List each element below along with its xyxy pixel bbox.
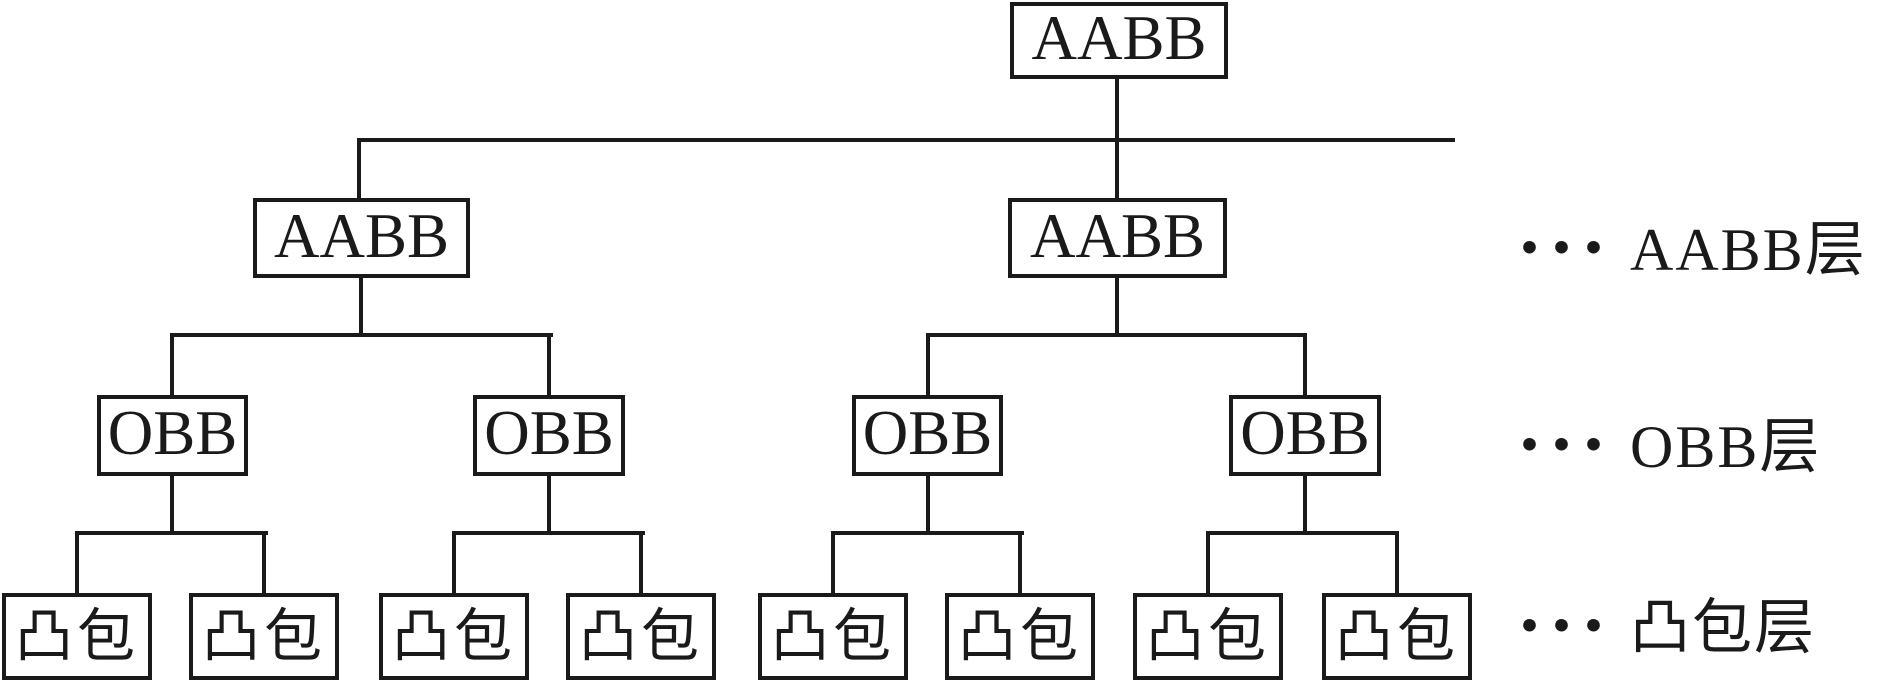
- node-label: 凸包: [391, 603, 516, 669]
- node-label: OBB: [107, 398, 238, 468]
- connector-drop-hull-5: [1018, 531, 1022, 593]
- connector-drop-obb-0: [170, 333, 174, 395]
- connector-obb3-stem: [1303, 476, 1307, 533]
- ellipsis-dots: •••: [1518, 425, 1615, 467]
- connector-root-horizontal: [359, 138, 1455, 142]
- connector-obb1-horizontal: [452, 531, 645, 535]
- node-label: 凸包: [1145, 603, 1270, 669]
- tree-node-hull-3: 凸包: [566, 593, 716, 680]
- layer-label-text: OBB层: [1630, 413, 1822, 480]
- tree-node-obb-0: OBB: [97, 395, 248, 476]
- connector-obb2-stem: [926, 476, 930, 533]
- layer-label-text: 凸包层: [1630, 594, 1816, 661]
- ellipsis-dots: •••: [1518, 606, 1615, 648]
- connector-drop-obb-1: [547, 333, 551, 395]
- connector-aabb1-horizontal: [926, 333, 1307, 337]
- node-label: OBB: [484, 398, 614, 468]
- connector-obb3-horizontal: [1206, 531, 1399, 535]
- connector-drop-hull-1: [262, 531, 266, 593]
- connector-aabb1-stem: [1115, 278, 1119, 335]
- layer-label-obb: ••• OBB层: [1518, 416, 1878, 480]
- layer-label-hull: ••• 凸包层: [1518, 597, 1878, 661]
- tree-node-obb-3: OBB: [1229, 395, 1381, 476]
- node-label: 凸包: [957, 603, 1082, 669]
- connector-drop-obb-2: [926, 333, 930, 395]
- node-label: OBB: [862, 398, 993, 468]
- tree-node-hull-7: 凸包: [1322, 593, 1472, 680]
- layer-label-aabb: ••• AABB层: [1518, 219, 1878, 283]
- tree-node-hull-2: 凸包: [379, 593, 529, 680]
- tree-node-hull-5: 凸包: [945, 593, 1095, 680]
- connector-drop-hull-3: [639, 531, 643, 593]
- connector-root-stem: [1115, 79, 1119, 140]
- tree-node-hull-6: 凸包: [1133, 593, 1283, 680]
- node-label: AABB: [273, 200, 450, 271]
- connector-drop-hull-7: [1395, 531, 1399, 593]
- node-label: 凸包: [770, 603, 895, 669]
- node-label: AABB: [1031, 3, 1207, 73]
- connector-drop-hull-4: [831, 531, 835, 593]
- connector-drop-aabb-0: [357, 138, 361, 198]
- connector-obb0-stem: [170, 476, 174, 533]
- tree-node-obb-2: OBB: [852, 395, 1003, 476]
- connector-drop-aabb-1: [1115, 138, 1119, 198]
- ellipsis-dots: •••: [1518, 228, 1615, 270]
- node-label: AABB: [1029, 200, 1206, 271]
- tree-node-hull-0: 凸包: [2, 593, 152, 680]
- layer-label-text: AABB层: [1630, 216, 1867, 283]
- connector-obb1-stem: [547, 476, 551, 533]
- node-label: 凸包: [1334, 603, 1459, 669]
- tree-node-hull-4: 凸包: [758, 593, 908, 680]
- connector-aabb0-stem: [359, 278, 363, 335]
- node-label: OBB: [1240, 398, 1370, 468]
- tree-node-aabb-0: AABB: [253, 198, 470, 278]
- tree-node-root-aabb: AABB: [1010, 2, 1228, 79]
- connector-drop-hull-6: [1206, 531, 1210, 593]
- connector-drop-hull-0: [75, 531, 79, 593]
- node-label: 凸包: [201, 603, 326, 669]
- node-label: 凸包: [578, 603, 703, 669]
- connector-obb2-horizontal: [831, 531, 1024, 535]
- connector-drop-hull-2: [452, 531, 456, 593]
- tree-node-hull-1: 凸包: [189, 593, 339, 680]
- connector-drop-obb-3: [1303, 333, 1307, 395]
- connector-aabb0-horizontal: [170, 333, 553, 337]
- node-label: 凸包: [14, 603, 139, 669]
- connector-obb0-horizontal: [75, 531, 268, 535]
- tree-node-aabb-1: AABB: [1008, 198, 1227, 278]
- tree-node-obb-1: OBB: [473, 395, 625, 476]
